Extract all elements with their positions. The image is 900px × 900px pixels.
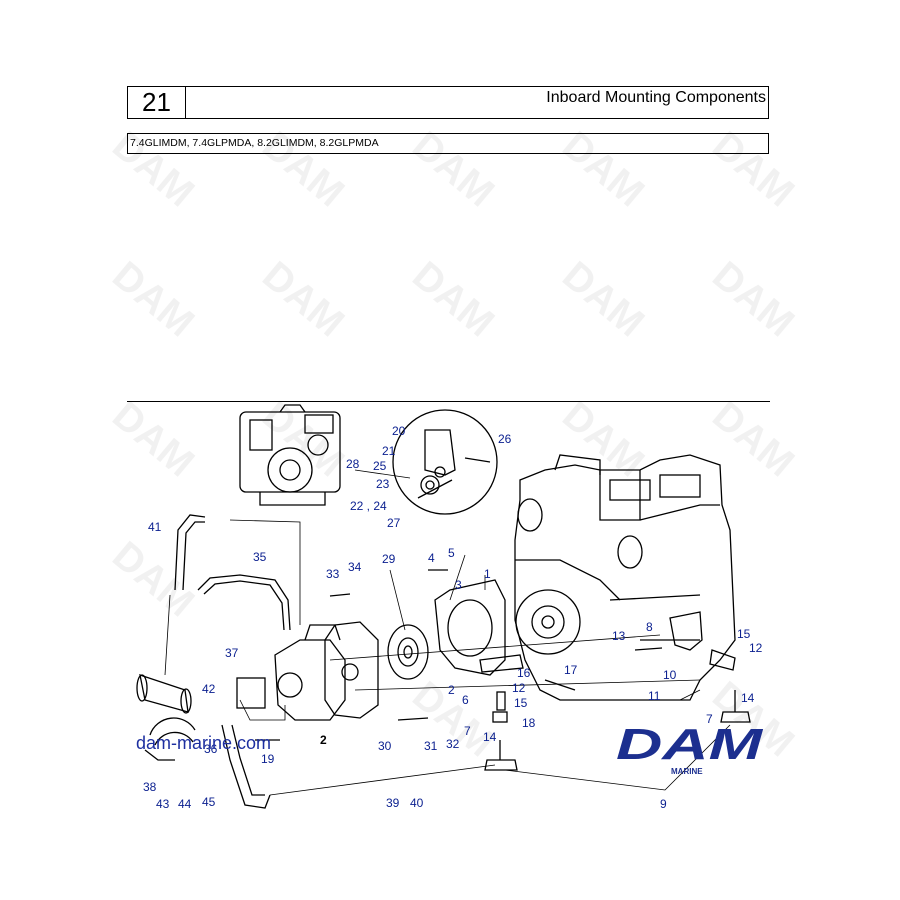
flywheel-housing [434, 579, 506, 676]
callout-labels: 1 2 2 3 4 5 6 7 7 8 9 10 11 12 12 13 14 … [143, 424, 763, 811]
callout-25: 25 [373, 459, 387, 473]
leader-lines [164, 469, 731, 796]
callout-35: 35 [253, 550, 267, 564]
transmission [236, 624, 346, 721]
callout-27: 27 [387, 516, 401, 530]
callout-45: 45 [202, 795, 216, 809]
watermark: DAM [104, 123, 202, 215]
callout-2: 2 [448, 683, 455, 697]
callout-34: 34 [348, 560, 362, 574]
models-line: 7.4GLIMDM, 7.4GLPMDA, 8.2GLIMDM, 8.2GLPM… [127, 133, 769, 154]
hose-45 [221, 724, 271, 809]
hose-41 [174, 514, 206, 591]
callout-12: 12 [512, 681, 526, 695]
callout-12: 12 [749, 641, 763, 655]
logo-main: DAM [616, 722, 764, 769]
callout-14: 14 [741, 691, 755, 705]
watermark: DAM [704, 253, 802, 345]
callout-7: 7 [464, 724, 471, 738]
callout-30: 30 [378, 739, 392, 753]
watermark: DAM [704, 393, 802, 485]
engine-thumbnail [239, 404, 341, 506]
logo-sub: MARINE [671, 767, 703, 776]
watermark: DAM [254, 123, 352, 215]
watermark: DAM [254, 253, 352, 345]
callout-40: 40 [410, 796, 424, 810]
callout-11: 11 [648, 689, 661, 703]
callout-20: 20 [392, 424, 406, 438]
callout-3: 3 [455, 578, 462, 592]
callout-42: 42 [202, 682, 216, 696]
callout-44: 44 [178, 797, 192, 811]
callout-32: 32 [446, 737, 460, 751]
oil-cooler [136, 674, 192, 714]
watermark: DAM [554, 393, 652, 485]
callout-9: 9 [660, 797, 667, 811]
callout-17: 17 [564, 663, 578, 677]
callout-14: 14 [483, 730, 497, 744]
detail-inset [392, 409, 498, 515]
divider [127, 401, 770, 402]
watermark: DAM [404, 253, 502, 345]
callout-4: 4 [428, 551, 435, 565]
watermark: DAM [554, 123, 652, 215]
watermark: DAM [404, 123, 502, 215]
callout-6: 6 [462, 693, 469, 707]
callout-28: 28 [346, 457, 360, 471]
callout-5: 5 [448, 546, 455, 560]
watermark: DAM [704, 123, 802, 215]
website-text: dam-marine.com [136, 733, 272, 753]
dam-marine-logo: DAM MARINE [616, 722, 764, 776]
damper-plate [387, 624, 429, 680]
watermark: DAM [104, 533, 202, 625]
callout-33: 33 [326, 567, 340, 581]
callout-36: 36 [204, 742, 218, 756]
mount-front [479, 654, 524, 771]
callout-16: 16 [517, 666, 531, 680]
callout-23: 23 [376, 477, 390, 491]
hose-35 [197, 574, 291, 631]
callout-7: 7 [706, 712, 713, 726]
callout-41: 41 [148, 520, 162, 534]
clamp-38 [144, 717, 196, 761]
callout-38: 38 [143, 780, 157, 794]
callout-19: 19 [261, 752, 275, 766]
callout-39: 39 [386, 796, 400, 810]
callout-1: 1 [484, 567, 491, 581]
callout-10: 10 [663, 668, 677, 682]
callout-26: 26 [498, 432, 512, 446]
callout-31: 31 [424, 739, 438, 753]
callout-37: 37 [225, 646, 239, 660]
watermark: DAM [104, 253, 202, 345]
callout-18: 18 [522, 716, 536, 730]
callout-29: 29 [382, 552, 396, 566]
bolt [634, 647, 663, 651]
bolt [544, 679, 576, 691]
page-title: Inboard Mounting Components [546, 89, 766, 106]
callout-15: 15 [514, 696, 528, 710]
section-number: 21 [128, 87, 186, 118]
callout-21: 21 [382, 444, 396, 458]
callout-15: 15 [737, 627, 751, 641]
watermark: DAM [104, 393, 202, 485]
engine-block [514, 454, 736, 701]
bolt [397, 717, 429, 721]
watermark: DAM [554, 253, 652, 345]
bell-housing [324, 621, 379, 719]
watermarks: DAM DAM DAM DAM DAM DAM DAM DAM DAM DAM … [104, 123, 802, 765]
watermark: DAM [254, 393, 352, 485]
callout-2: 2 [320, 733, 327, 747]
callout-13: 13 [612, 629, 626, 643]
mount-rear [669, 611, 751, 723]
section-header: 21 Inboard Mounting Components [127, 86, 769, 119]
callout-8: 8 [646, 620, 653, 634]
callout-43: 43 [156, 797, 170, 811]
bolt [329, 593, 351, 597]
callout-22-24: 22 , 24 [350, 499, 387, 513]
